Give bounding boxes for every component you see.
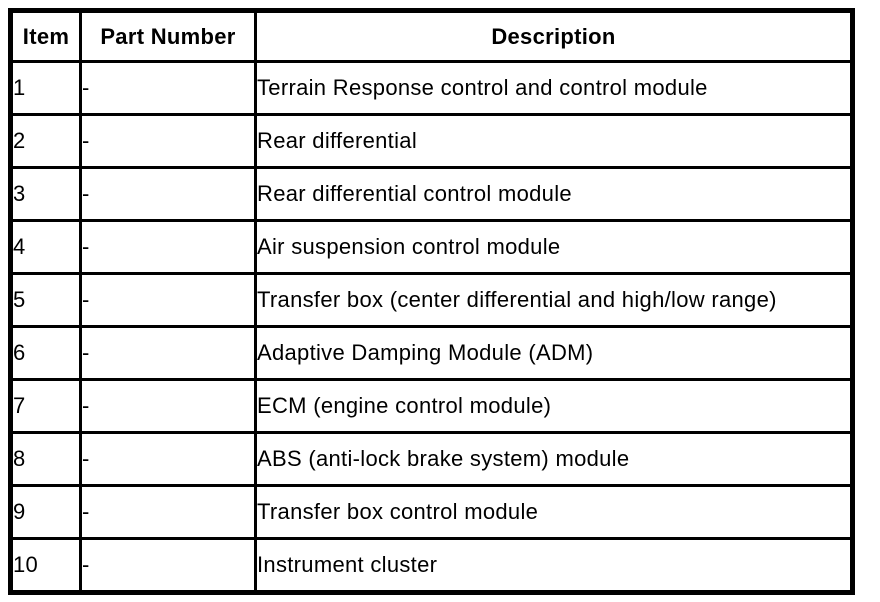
item-cell: 9 (9, 484, 82, 540)
table-row: 8 - ABS (anti-lock brake system) module (9, 431, 854, 487)
description-cell: Rear differential (254, 113, 854, 169)
part-number-cell: - (79, 113, 257, 169)
table-row: 1 - Terrain Response control and control… (9, 60, 854, 116)
item-cell: 8 (9, 431, 82, 487)
description-cell: Transfer box control module (254, 484, 854, 540)
item-cell: 10 (9, 537, 82, 594)
table-row: 9 - Transfer box control module (9, 484, 854, 540)
table-row: 10 - Instrument cluster (9, 537, 854, 594)
part-number-cell: - (79, 431, 257, 487)
column-header-item: Item (9, 9, 82, 63)
item-cell: 5 (9, 272, 82, 328)
part-number-cell: - (79, 272, 257, 328)
item-cell: 3 (9, 166, 82, 222)
column-header-part-number: Part Number (79, 9, 257, 63)
description-cell: Air suspension control module (254, 219, 854, 275)
description-cell: ECM (engine control module) (254, 378, 854, 434)
part-number-cell: - (79, 325, 257, 381)
description-cell: Adaptive Damping Module (ADM) (254, 325, 854, 381)
description-cell: ABS (anti-lock brake system) module (254, 431, 854, 487)
part-number-cell: - (79, 60, 257, 116)
description-cell: Instrument cluster (254, 537, 854, 594)
table-row: 6 - Adaptive Damping Module (ADM) (9, 325, 854, 381)
part-number-cell: - (79, 484, 257, 540)
item-cell: 2 (9, 113, 82, 169)
part-number-cell: - (79, 219, 257, 275)
item-cell: 7 (9, 378, 82, 434)
item-cell: 4 (9, 219, 82, 275)
table-row: 4 - Air suspension control module (9, 219, 854, 275)
table-row: 5 - Transfer box (center differential an… (9, 272, 854, 328)
description-cell: Rear differential control module (254, 166, 854, 222)
table-row: 7 - ECM (engine control module) (9, 378, 854, 434)
parts-table: Item Part Number Description 1 - Terrain… (8, 8, 855, 595)
column-header-description: Description (254, 9, 854, 63)
item-cell: 1 (9, 60, 82, 116)
table-row: 2 - Rear differential (9, 113, 854, 169)
part-number-cell: - (79, 378, 257, 434)
part-number-cell: - (79, 537, 257, 594)
description-cell: Transfer box (center differential and hi… (254, 272, 854, 328)
table-row: 3 - Rear differential control module (9, 166, 854, 222)
part-number-cell: - (79, 166, 257, 222)
table-header-row: Item Part Number Description (9, 9, 854, 63)
item-cell: 6 (9, 325, 82, 381)
description-cell: Terrain Response control and control mod… (254, 60, 854, 116)
